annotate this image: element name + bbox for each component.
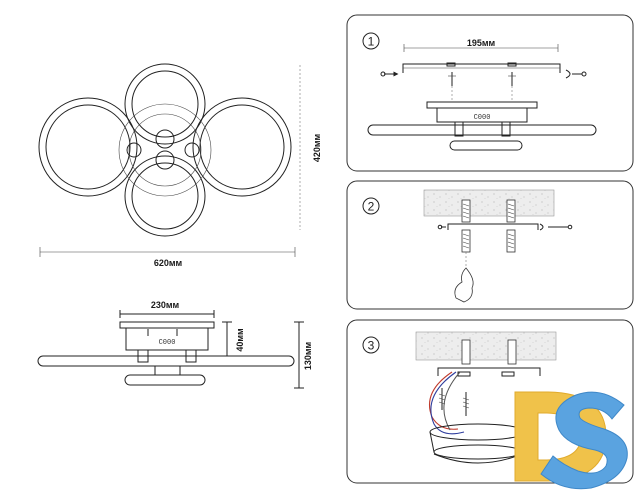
- logo-letter-s: [540, 391, 628, 490]
- side-height-dimension: 40мм 130мм: [222, 321, 313, 389]
- bracket-label: 195мм: [467, 38, 496, 48]
- ring-top: [124, 63, 206, 145]
- side-width-label: 230мм: [151, 300, 180, 310]
- step-1-panel: 1 195мм C000: [346, 14, 634, 172]
- width-label: 620мм: [154, 258, 183, 268]
- step-3-panel: 3: [346, 319, 634, 484]
- screws: [438, 388, 470, 416]
- step-3-ceiling: [415, 331, 557, 361]
- hub-knobs: [126, 129, 200, 170]
- bracket-dimension: 195мм: [403, 38, 559, 52]
- center-plate: [118, 103, 212, 197]
- width-dimension: 620мм: [39, 247, 296, 268]
- step-2-number: 2: [368, 200, 375, 214]
- step-2-panel: 2: [346, 180, 634, 310]
- height-dimension: 420мм: [299, 65, 322, 230]
- step-2-ceiling: [423, 189, 555, 217]
- step-2-anchors: [461, 199, 516, 223]
- step-1-display: C000: [474, 114, 491, 122]
- side-view: 230мм C000 40мм 130мм: [37, 300, 313, 389]
- mounting-bracket: [380, 62, 587, 100]
- ds-logo: [514, 391, 628, 490]
- step-3-mount: [437, 339, 541, 377]
- step-2-bracket: [437, 223, 573, 253]
- side-arms: [37, 349, 295, 386]
- canopy: C000: [119, 321, 215, 351]
- side-height-label: 40мм: [235, 328, 245, 352]
- height-label: 420мм: [312, 133, 322, 162]
- step-3-number: 3: [368, 339, 375, 353]
- ring-left: [38, 97, 138, 197]
- top-view: 620мм 420мм: [38, 63, 322, 268]
- drill: [454, 252, 474, 303]
- step-1-lamp: C000: [367, 101, 597, 151]
- ring-right: [192, 97, 292, 197]
- ring-bottom: [124, 155, 206, 237]
- wires: [428, 371, 465, 435]
- side-display: C000: [159, 339, 176, 347]
- total-height-label: 130мм: [303, 341, 313, 370]
- step-1-number: 1: [368, 35, 375, 49]
